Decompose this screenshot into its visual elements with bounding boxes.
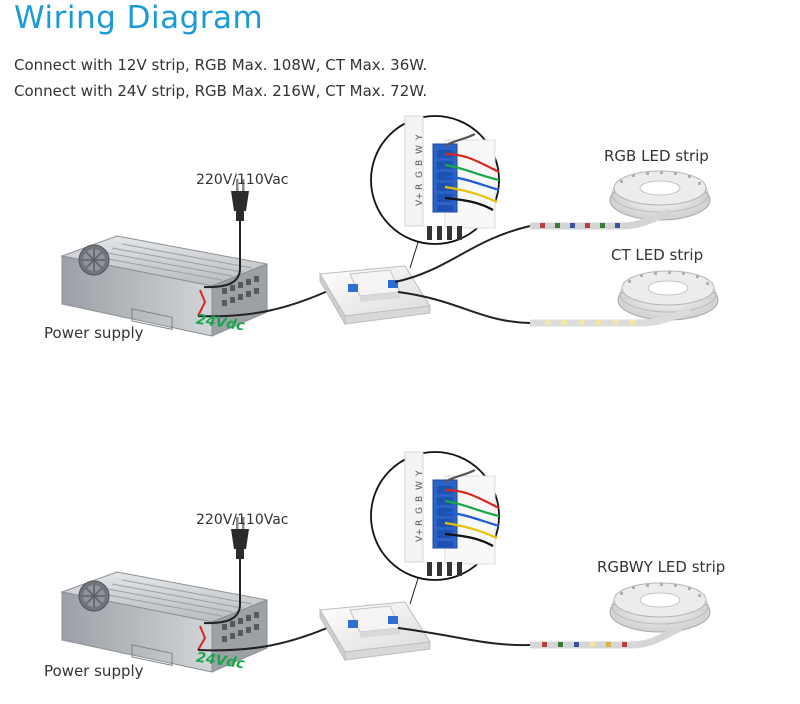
mains-cable-1	[203, 216, 241, 289]
terminal-label: W	[415, 145, 425, 154]
terminal-label: B	[415, 160, 425, 166]
rgbwy-strip-label: RGBWY LED strip	[597, 558, 726, 576]
terminal-label: Y	[415, 470, 425, 477]
mains-cable-2	[203, 554, 241, 625]
mains-voltage-label-1: 220V/110Vac	[196, 172, 289, 188]
terminal-label: R	[415, 520, 425, 526]
page-title: Wiring Diagram	[14, 0, 264, 36]
rgbwy-strip-tape	[530, 624, 682, 649]
terminal-zoom-1	[369, 114, 501, 246]
rgb-strip-label: RGB LED strip	[604, 147, 709, 165]
terminal-label: V+	[415, 528, 425, 542]
terminal-label: G	[415, 507, 425, 514]
psu-dc-wire-1	[197, 289, 207, 317]
rgbwy-strip-leds	[542, 642, 627, 647]
terminal-label: G	[415, 171, 425, 178]
terminal-labels-2: V+ R G B W Y	[415, 470, 425, 542]
ct-strip-tape	[530, 306, 692, 327]
terminal-labels-1: V+ R G B W Y	[415, 134, 425, 206]
terminal-label: W	[415, 481, 425, 490]
rgbwy-led-reel	[609, 582, 711, 633]
rgb-strip-leds	[540, 223, 620, 228]
output-cable-rgbwy	[397, 627, 531, 647]
spec-line-24v: Connect with 24V strip, RGB Max. 216W, C…	[14, 82, 428, 100]
rgb-strip-tape	[530, 208, 672, 230]
diagram-rgb-ct	[61, 114, 719, 337]
output-cable-ct	[397, 291, 531, 324]
terminal-zoom-2	[369, 450, 501, 582]
terminal-label: R	[415, 184, 425, 190]
ct-strip-label: CT LED strip	[611, 246, 704, 264]
terminal-label: V+	[415, 192, 425, 206]
diagram-rgbwy	[61, 450, 711, 673]
terminal-label: B	[415, 496, 425, 502]
terminal-label: Y	[415, 134, 425, 141]
output-cable-rgb	[394, 225, 531, 283]
ct-strip-leds	[545, 320, 635, 325]
mains-voltage-label-2: 220V/110Vac	[196, 512, 289, 528]
ct-led-reel	[617, 270, 719, 321]
power-supply-label-2: Power supply	[44, 662, 144, 680]
power-supply-label-1: Power supply	[44, 324, 144, 342]
psu-dc-wire-2	[197, 625, 207, 651]
spec-line-12v: Connect with 12V strip, RGB Max. 108W, C…	[14, 56, 428, 74]
